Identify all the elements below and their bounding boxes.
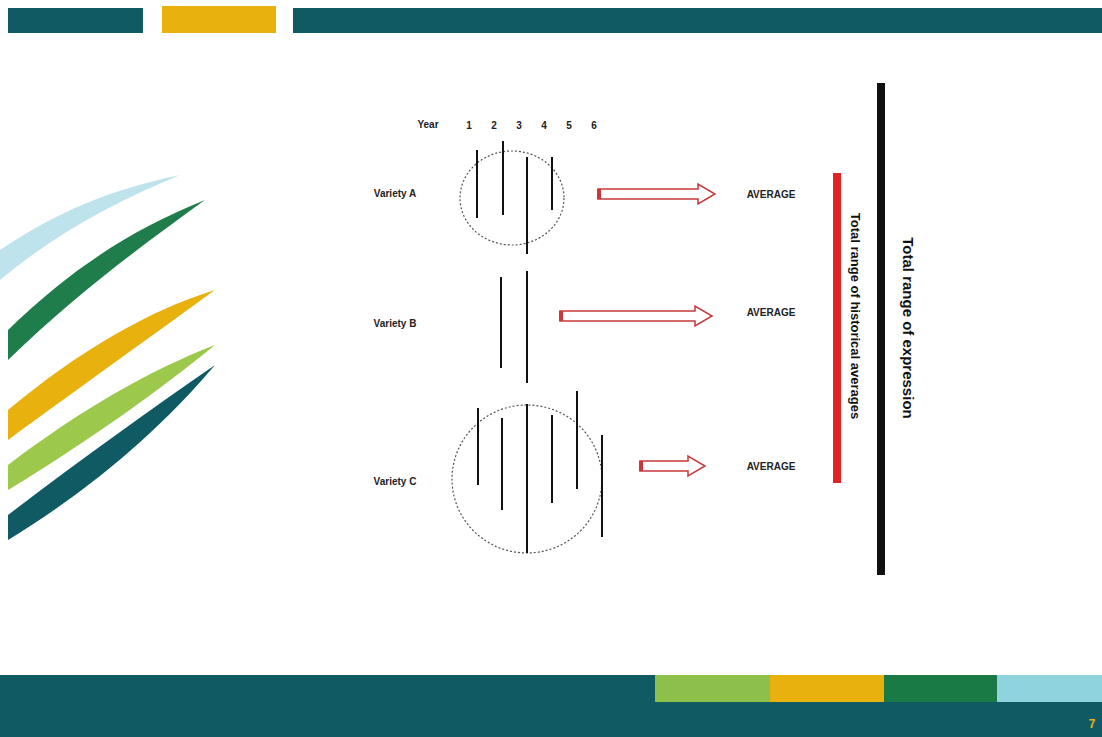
dashed-ellipse xyxy=(452,405,602,553)
expression-range-bar xyxy=(877,83,885,575)
range-label: Total range of expression xyxy=(901,237,916,418)
dashed-ellipse xyxy=(460,151,564,245)
decorative-swoosh xyxy=(0,175,215,540)
average-label: AVERAGE xyxy=(747,190,796,200)
year-number: 4 xyxy=(541,121,547,131)
footer-bar xyxy=(0,675,1102,737)
arrow-cap xyxy=(559,189,643,471)
range-bar xyxy=(477,141,552,254)
footer-strip xyxy=(997,675,1102,702)
range-label: Total range of historical averages xyxy=(849,213,862,419)
year-number: 5 xyxy=(566,121,572,131)
page-number: 7 xyxy=(1089,718,1096,730)
year-number: 3 xyxy=(516,121,522,131)
range-bar xyxy=(478,391,602,553)
header-bar xyxy=(293,8,1102,33)
block-arrow xyxy=(560,184,715,476)
variety-label: Variety B xyxy=(374,319,417,329)
footer-strip xyxy=(884,675,997,702)
average-label: AVERAGE xyxy=(747,462,796,472)
average-label: AVERAGE xyxy=(747,308,796,318)
year-number: 6 xyxy=(591,121,597,131)
year-number: 2 xyxy=(491,121,497,131)
variety-label: Variety C xyxy=(374,477,417,487)
footer-strip xyxy=(655,675,770,702)
header-bar xyxy=(8,8,143,33)
variety-label: Variety A xyxy=(374,189,416,199)
range-bar xyxy=(501,271,527,383)
axis-title: Year xyxy=(417,120,438,130)
year-number: 1 xyxy=(466,121,472,131)
header-bar xyxy=(162,6,276,33)
footer-strip xyxy=(770,675,884,702)
historical-range-bar xyxy=(833,173,841,483)
